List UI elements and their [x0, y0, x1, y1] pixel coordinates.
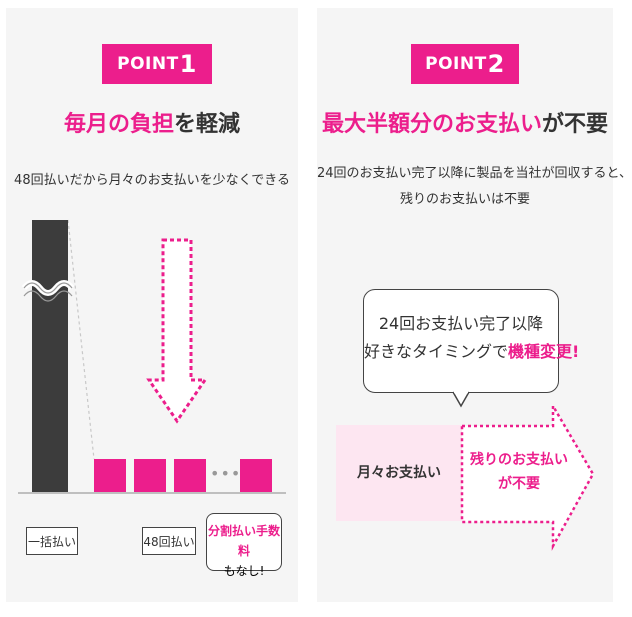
point2-heading: 最大半額分のお支払いが不要 — [317, 106, 613, 138]
callout-line1: 24回お支払い完了以降 — [378, 314, 544, 333]
callout-line2-dark: 好きなタイミングで — [364, 342, 509, 361]
flow-right-line1: 残りのお支払い — [470, 452, 568, 468]
flow-right-line2: が不要 — [498, 476, 540, 492]
subtitle-line1: 24回のお支払い完了以降に製品を当社が回収すると、 — [317, 166, 632, 181]
no-fee-bubble: 分割払い手数料 もなし! — [206, 513, 282, 578]
bubble-line1: 分割払い手数料 — [207, 524, 280, 558]
badge-number: 2 — [487, 50, 505, 78]
ellipsis-dots: ••• — [210, 464, 242, 483]
flow-no-remaining: 残りのお支払い が不要 — [462, 448, 576, 496]
callout-tail — [452, 390, 470, 408]
point1-badge: POINT 1 — [102, 44, 212, 84]
chart-baseline — [18, 492, 286, 494]
point1-panel: POINT 1 毎月の負担を軽減 48回払いだから月々のお支払いを少なくできる … — [6, 8, 298, 602]
connector-lines — [67, 219, 95, 460]
callout-line2-pink: 機種変更! — [508, 342, 580, 361]
point1-subtitle: 48回払いだから月々のお支払いを少なくできる — [14, 173, 290, 188]
down-arrow-icon — [146, 238, 208, 424]
point2-subtitle: 24回のお支払い完了以降に製品を当社が回収すると、 残りのお支払いは不要 — [317, 161, 632, 213]
point2-panel: POINT 2 最大半額分のお支払いが不要 24回のお支払い完了以降に製品を当社… — [317, 8, 632, 602]
heading-rest: を軽減 — [174, 112, 241, 137]
lump-sum-bar — [32, 220, 68, 492]
subtitle-line2: 残りのお支払いは不要 — [399, 192, 530, 207]
point2-badge: POINT 2 — [411, 44, 519, 84]
installment-bar — [134, 459, 166, 492]
heading-highlight: 毎月の負担 — [63, 112, 174, 137]
callout-line2: 好きなタイミングで機種変更! — [364, 338, 579, 366]
label-lump-sum: 一括払い — [26, 527, 78, 555]
heading-rest: が不要 — [542, 112, 609, 137]
badge-word: POINT — [425, 54, 487, 74]
label-48-payments: 48回払い — [142, 527, 196, 555]
break-mark — [21, 280, 75, 302]
heading-highlight: 最大半額分のお支払い — [321, 112, 542, 137]
installment-bar — [94, 459, 126, 492]
flow-monthly-payment: 月々お支払い — [357, 465, 441, 481]
badge-word: POINT — [117, 54, 179, 74]
point1-heading: 毎月の負担を軽減 — [6, 106, 298, 138]
upgrade-callout: 24回お支払い完了以降 好きなタイミングで機種変更! — [363, 289, 579, 393]
installment-bar — [240, 459, 272, 492]
bubble-line2: もなし! — [223, 564, 265, 578]
payment-flow-graphic — [336, 401, 595, 551]
badge-number: 1 — [179, 50, 197, 78]
installment-bar — [174, 459, 206, 492]
